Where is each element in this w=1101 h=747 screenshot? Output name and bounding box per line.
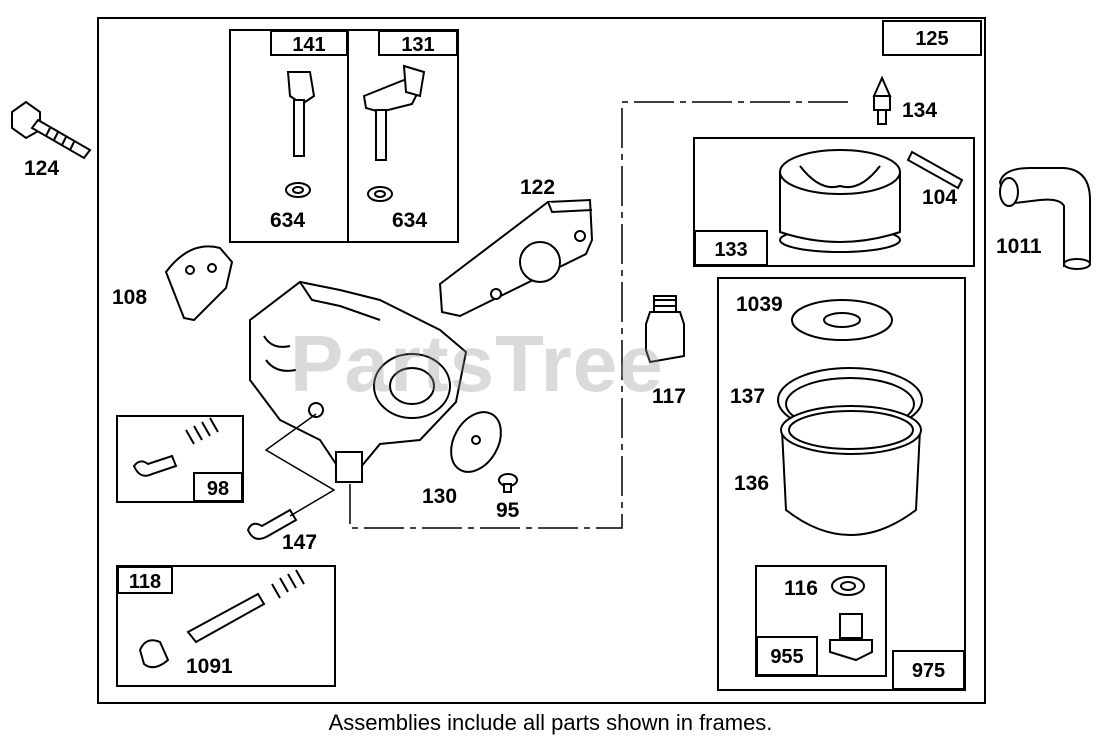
caption: Assemblies include all parts shown in fr… — [328, 710, 773, 735]
label-95: 95 — [496, 499, 520, 522]
label-130: 130 — [422, 485, 458, 508]
gasket-108-icon — [164, 245, 234, 322]
float-needle-134-icon — [872, 75, 892, 125]
pin-104-icon — [906, 150, 964, 190]
fitting-117-icon — [645, 295, 685, 364]
label-1039: 1039 — [736, 293, 783, 316]
frame-98 — [116, 415, 244, 503]
label-116: 116 — [784, 577, 818, 600]
label-134: 134 — [902, 99, 938, 122]
label-117: 117 — [652, 385, 686, 408]
label-124: 124 — [24, 157, 60, 180]
label-147: 147 — [282, 531, 318, 554]
frame-133 — [693, 137, 975, 267]
frame-975 — [717, 277, 966, 691]
screw-95-icon — [498, 473, 518, 493]
tag-118: 118 — [117, 566, 173, 594]
tag-141: 141 — [270, 30, 348, 56]
idle-screw-98-icon — [132, 417, 219, 477]
label-122: 122 — [520, 176, 556, 199]
washer-116-icon — [831, 576, 865, 596]
choke-shaft-131-icon — [362, 64, 426, 202]
label-108: 108 — [112, 286, 148, 309]
label-1091: 1091 — [186, 655, 233, 678]
tag-955: 955 — [756, 636, 818, 676]
bolt-124-icon — [11, 100, 92, 160]
label-136: 136 — [734, 472, 770, 495]
label-634-a: 634 — [270, 209, 306, 232]
watermark: PartsTree — [290, 319, 664, 408]
leader-147 — [264, 413, 336, 517]
tag-98: 98 — [193, 472, 243, 502]
label-104: 104 — [922, 186, 958, 209]
label-634-b: 634 — [392, 209, 428, 232]
plate-130-icon — [450, 411, 502, 473]
label-137: 137 — [730, 385, 766, 408]
bowl-136-icon — [780, 405, 922, 536]
main-assembly-frame — [97, 17, 986, 704]
gasket-122-icon — [438, 198, 594, 318]
frame-118 — [116, 565, 336, 687]
hose-1011-icon — [998, 167, 1091, 270]
tag-975: 975 — [892, 650, 965, 690]
float-133-icon — [779, 149, 901, 253]
mixture-screw-118-icon — [138, 569, 305, 669]
label-1011: 1011 — [996, 235, 1042, 258]
tag-125: 125 — [882, 20, 982, 56]
washer-1039-icon — [791, 299, 893, 341]
tag-133: 133 — [694, 230, 768, 266]
tag-131: 131 — [378, 30, 458, 56]
frame-955 — [755, 565, 887, 677]
needle-valve-141-icon — [285, 71, 316, 198]
bolt-955-icon — [829, 613, 873, 662]
connector-line — [349, 101, 848, 529]
